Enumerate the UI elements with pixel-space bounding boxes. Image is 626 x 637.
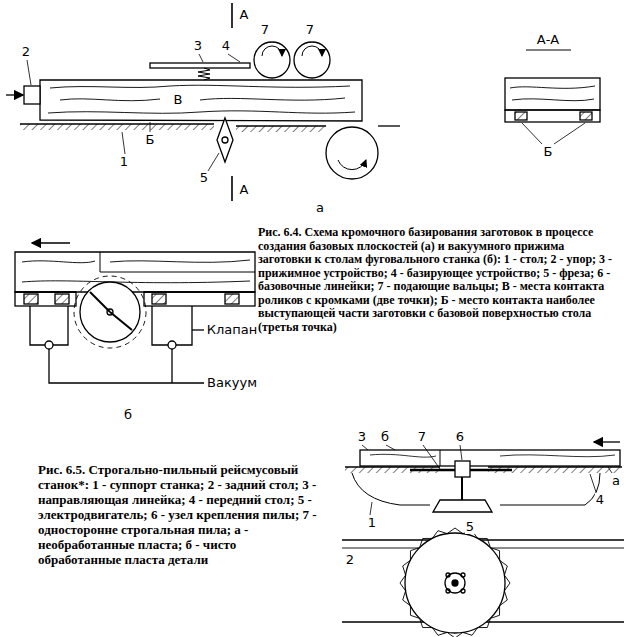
callout-label: 4 — [221, 39, 231, 53]
callout-label: б — [123, 408, 133, 422]
callout-label: 6 — [455, 430, 465, 444]
callout-label: 5 — [465, 520, 475, 534]
callout-label: 7 — [260, 23, 270, 37]
callout-label: 1 — [367, 516, 377, 530]
callout-label: Клапан — [206, 323, 258, 337]
callout-label: 3 — [193, 39, 203, 53]
callout-label: б — [380, 430, 390, 444]
callout-label: А — [239, 183, 250, 197]
callout-label: В — [173, 93, 184, 107]
callout-label: а — [315, 201, 325, 215]
callout-label: 1 — [119, 155, 129, 169]
callout-label: А — [239, 8, 250, 22]
callout-label: Б — [145, 133, 156, 147]
callout-label: Б — [543, 145, 554, 159]
callout-label: а — [611, 474, 621, 488]
figure-caption: Рис. 6.4. Схема кромочного базирования з… — [258, 226, 620, 334]
callout-label: 7 — [305, 23, 315, 37]
figure-caption: Рис. 6.5. Строгально-пильный рейсмусовый… — [38, 462, 320, 567]
callout-label: 7 — [417, 430, 427, 444]
callout-label: 3 — [357, 430, 367, 444]
callout-label: Вакуум — [206, 376, 258, 390]
callout-label: А-А — [536, 33, 560, 47]
callout-label: 2 — [345, 553, 355, 567]
callout-label: 2 — [21, 45, 31, 59]
callout-label: 5 — [199, 171, 209, 185]
callout-label: 4 — [595, 493, 605, 507]
